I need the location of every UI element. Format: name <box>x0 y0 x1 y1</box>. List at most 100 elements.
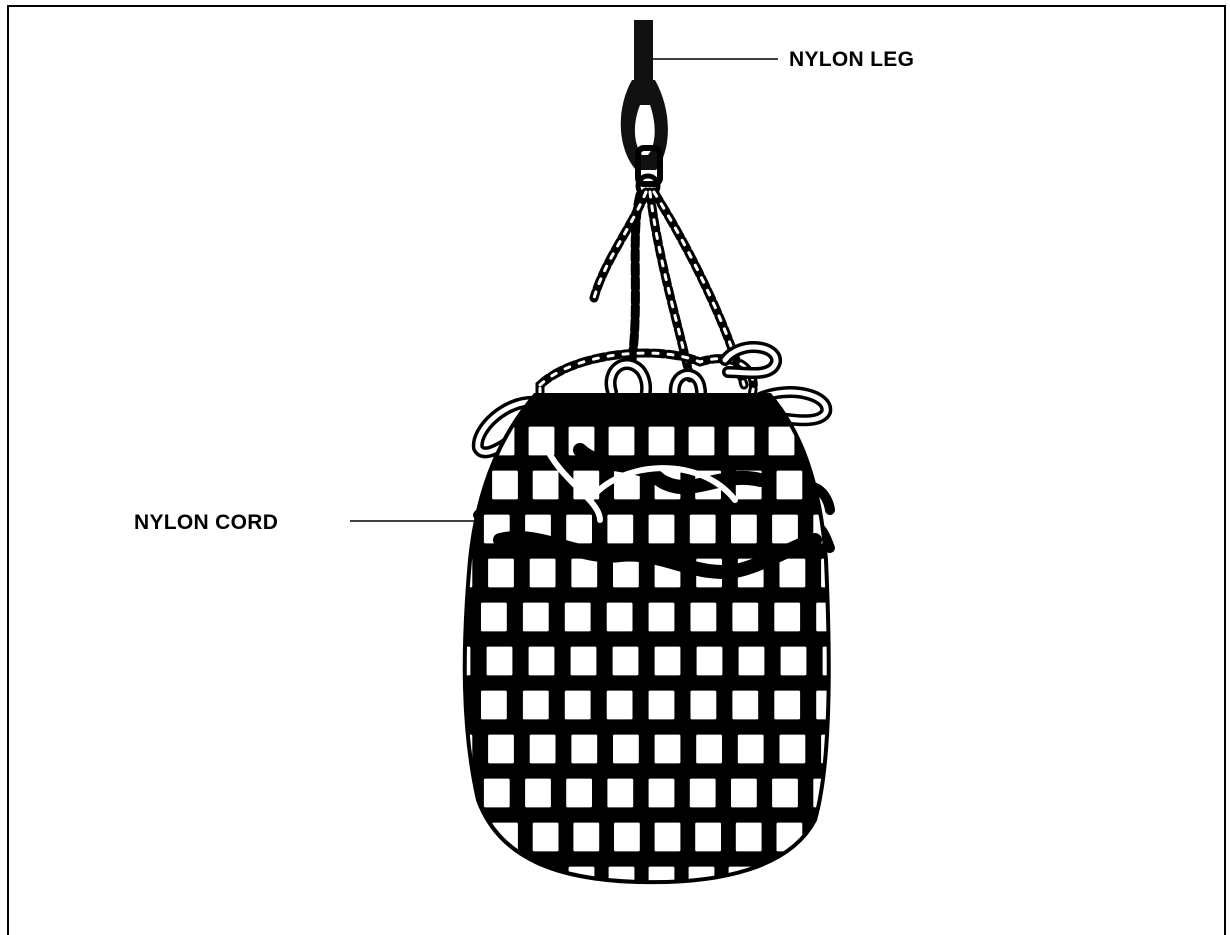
net-cell <box>689 514 716 544</box>
net-cell <box>654 646 681 676</box>
callout-nylon-leg: NYLON LEG <box>789 48 914 72</box>
net-cell <box>444 646 471 676</box>
net-cell <box>612 734 639 764</box>
net-cell <box>401 778 428 808</box>
net-cell <box>448 426 475 456</box>
net-cell <box>486 646 513 676</box>
net-cell <box>439 690 466 720</box>
net-cell <box>822 646 849 676</box>
net-cell <box>522 602 549 632</box>
net-cell <box>448 866 475 896</box>
net-cell <box>854 514 881 544</box>
net-cell <box>696 734 723 764</box>
net-cell <box>410 470 437 500</box>
net-cell <box>608 426 635 456</box>
net-cell <box>488 734 515 764</box>
net-cell <box>480 690 507 720</box>
net-cell <box>568 866 595 896</box>
net-cell <box>768 866 795 896</box>
net-cell <box>492 470 519 500</box>
net-cell <box>648 778 675 808</box>
net-cell <box>648 514 675 544</box>
net-cell <box>402 646 429 676</box>
net-cell <box>696 646 723 676</box>
net-cell <box>779 558 806 588</box>
net-cell <box>772 778 799 808</box>
net-cell <box>488 866 515 896</box>
net-cell <box>768 426 795 456</box>
net-cell <box>858 602 885 632</box>
net-cell <box>528 646 555 676</box>
net-cell <box>772 514 799 544</box>
net-cell <box>410 822 437 852</box>
net-cell <box>529 734 556 764</box>
net-cell <box>776 470 803 500</box>
net-cell <box>528 866 555 896</box>
net-cell <box>648 426 675 456</box>
net-cell <box>522 690 549 720</box>
net-cell <box>613 822 640 852</box>
net-cell <box>571 558 598 588</box>
net-cell <box>813 778 840 808</box>
net-cell <box>612 646 639 676</box>
net-cell <box>648 690 675 720</box>
net-cell <box>607 514 634 544</box>
net-cell <box>442 778 469 808</box>
net-cell <box>732 602 759 632</box>
net-cell <box>408 426 435 456</box>
net-cell <box>689 778 716 808</box>
net-cell <box>780 646 807 676</box>
net-cell <box>732 690 759 720</box>
net-cell <box>817 822 844 852</box>
net-cell <box>439 602 466 632</box>
net-cell <box>862 558 889 588</box>
net-cell <box>564 690 591 720</box>
net-cell <box>566 778 593 808</box>
net-cell <box>607 778 634 808</box>
net-cell <box>654 734 681 764</box>
net-cell <box>488 558 515 588</box>
net-cell <box>779 734 806 764</box>
net-cell <box>690 602 717 632</box>
net-cell <box>654 822 681 852</box>
net-cell <box>606 690 633 720</box>
net-cell <box>570 646 597 676</box>
net-cell <box>404 558 431 588</box>
net-cell <box>688 426 715 456</box>
net-cell <box>566 514 593 544</box>
net-cell <box>857 470 884 500</box>
net-cell <box>532 470 559 500</box>
net-cell <box>735 822 762 852</box>
net-cell <box>606 602 633 632</box>
net-cell <box>808 866 835 896</box>
net-cell <box>573 822 600 852</box>
net-cell <box>690 690 717 720</box>
callout-nylon-cord: NYLON CORD <box>134 511 278 535</box>
net-cell <box>397 690 424 720</box>
net-cell <box>854 778 881 808</box>
net-cell <box>532 822 559 852</box>
net-cell <box>483 778 510 808</box>
net-cell <box>858 690 885 720</box>
net-cell <box>737 734 764 764</box>
net-cell <box>774 690 801 720</box>
net-cell <box>529 558 556 588</box>
net-cell <box>857 822 884 852</box>
net-cell <box>564 602 591 632</box>
net-cell <box>408 866 435 896</box>
net-cell <box>404 734 431 764</box>
net-cell <box>612 558 639 588</box>
net-cell <box>648 602 675 632</box>
net-cell <box>401 514 428 544</box>
net-cell <box>442 514 469 544</box>
net-cell <box>774 602 801 632</box>
net-cell <box>695 822 722 852</box>
net-cell <box>525 778 552 808</box>
net-cell <box>848 426 875 456</box>
net-cell <box>480 602 507 632</box>
net-cell <box>862 734 889 764</box>
net-cell <box>848 866 875 896</box>
nylon-leg-strap <box>621 20 668 196</box>
net-cell <box>571 734 598 764</box>
